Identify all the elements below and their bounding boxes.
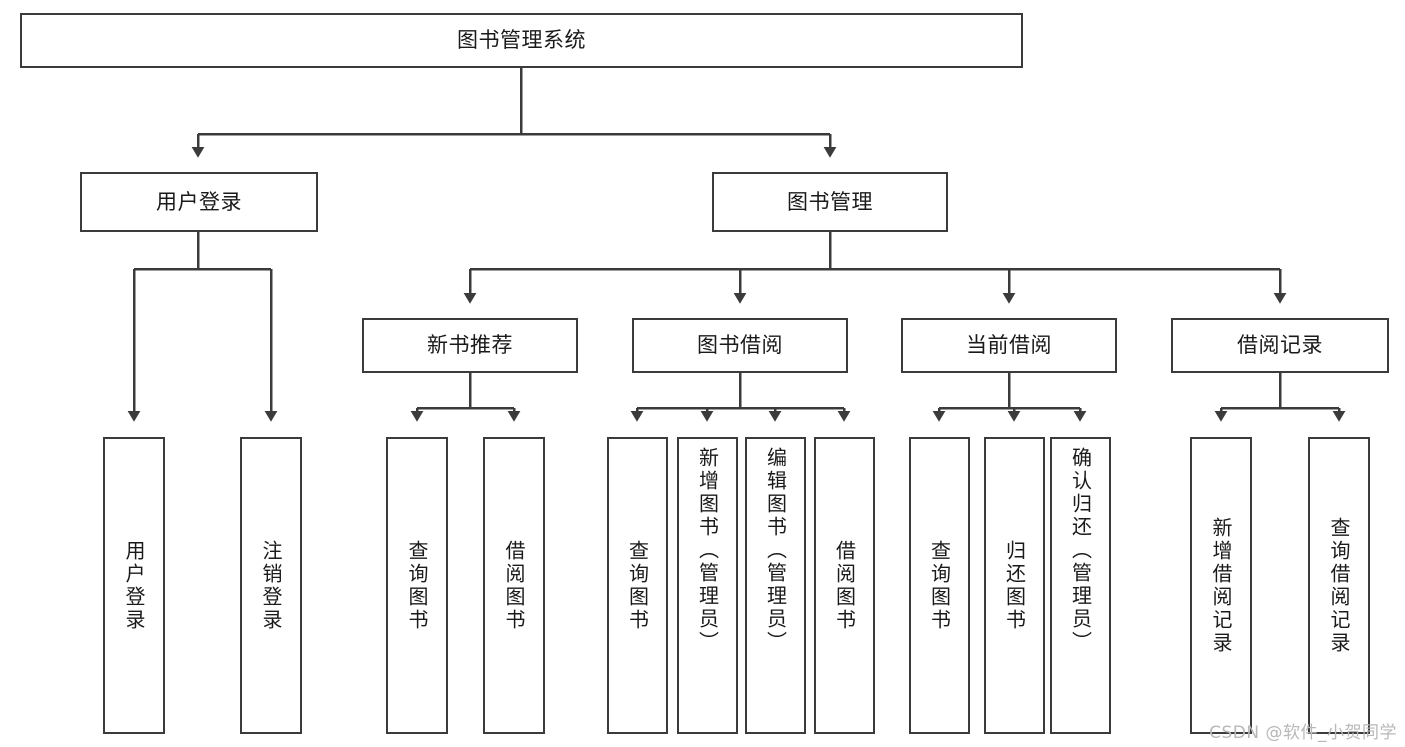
node-leaf-borrow-book-recommend[interactable]: 借阅图书 bbox=[483, 437, 545, 734]
node-leaf-return-book[interactable]: 归还图书 bbox=[984, 437, 1045, 734]
node-label: 图书借阅 bbox=[697, 333, 783, 358]
node-new-book-recommend[interactable]: 新书推荐 bbox=[362, 318, 578, 373]
node-book-manage[interactable]: 图书管理 bbox=[712, 172, 948, 232]
node-label: 借阅记录 bbox=[1237, 333, 1323, 358]
node-label: 当前借阅 bbox=[966, 333, 1052, 358]
node-label: 新增图书（管理员） bbox=[695, 447, 720, 654]
node-label: 借阅图书 bbox=[832, 539, 857, 632]
node-label: 新书推荐 bbox=[427, 333, 513, 358]
node-leaf-query-book-borrow[interactable]: 查询图书 bbox=[607, 437, 668, 734]
node-leaf-query-borrow-record[interactable]: 查询借阅记录 bbox=[1308, 437, 1370, 734]
node-book-borrow[interactable]: 图书借阅 bbox=[632, 318, 848, 373]
node-label: 归还图书 bbox=[1002, 539, 1027, 632]
node-leaf-user-login[interactable]: 用户登录 bbox=[103, 437, 165, 734]
node-label: 查询图书 bbox=[625, 539, 650, 632]
node-label: 查询借阅记录 bbox=[1327, 516, 1351, 655]
node-leaf-edit-book-admin[interactable]: 编辑图书（管理员） bbox=[745, 437, 806, 734]
node-root-system[interactable]: 图书管理系统 bbox=[20, 13, 1023, 68]
node-leaf-logout[interactable]: 注销登录 bbox=[240, 437, 302, 734]
node-leaf-query-book-recommend[interactable]: 查询图书 bbox=[386, 437, 448, 734]
node-label: 借阅图书 bbox=[502, 539, 526, 632]
node-label: 用户登录 bbox=[122, 539, 146, 632]
node-leaf-add-book-admin[interactable]: 新增图书（管理员） bbox=[677, 437, 738, 734]
node-label: 查询图书 bbox=[927, 539, 952, 632]
node-label: 新增借阅记录 bbox=[1209, 516, 1233, 655]
node-label: 图书管理 bbox=[787, 189, 873, 214]
node-leaf-borrow-book[interactable]: 借阅图书 bbox=[814, 437, 875, 734]
node-current-borrow[interactable]: 当前借阅 bbox=[901, 318, 1117, 373]
node-label: 图书管理系统 bbox=[457, 28, 586, 53]
node-leaf-add-borrow-record[interactable]: 新增借阅记录 bbox=[1190, 437, 1252, 734]
node-user-login[interactable]: 用户登录 bbox=[80, 172, 318, 232]
node-label: 确认归还（管理员） bbox=[1068, 447, 1093, 654]
node-label: 注销登录 bbox=[259, 539, 283, 632]
node-leaf-query-book-current[interactable]: 查询图书 bbox=[909, 437, 970, 734]
node-borrow-record[interactable]: 借阅记录 bbox=[1171, 318, 1389, 373]
watermark-text: CSDN @软件_小贺同学 bbox=[1209, 723, 1397, 743]
node-label: 编辑图书（管理员） bbox=[763, 447, 788, 654]
node-label: 用户登录 bbox=[156, 189, 242, 214]
node-leaf-confirm-return-admin[interactable]: 确认归还（管理员） bbox=[1050, 437, 1111, 734]
node-label: 查询图书 bbox=[405, 539, 429, 632]
